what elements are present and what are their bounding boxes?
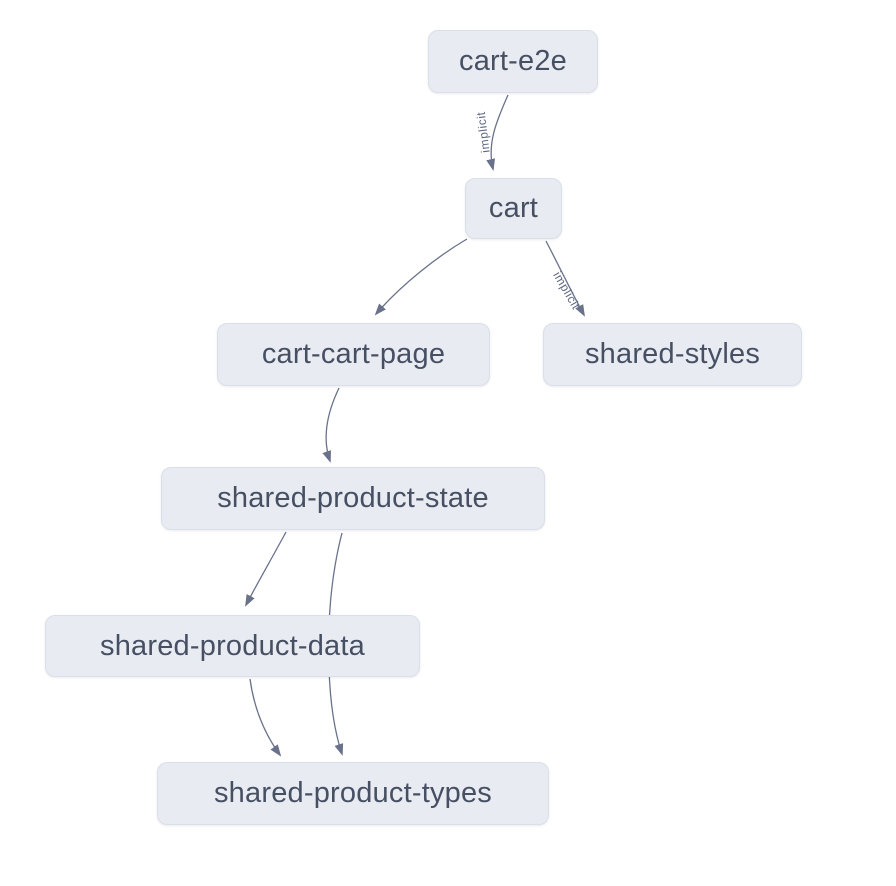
graph-node-shared-styles[interactable]: shared-styles	[543, 323, 802, 386]
graph-node-cart-e2e[interactable]: cart-e2e	[428, 30, 598, 93]
graph-node-label: cart-cart-page	[261, 338, 446, 370]
graph-node-label: cart	[488, 192, 539, 224]
graph-node-cart[interactable]: cart	[465, 178, 562, 239]
edge-cart-e2e-to-cart	[486, 94, 509, 171]
graph-node-label: shared-product-data	[100, 629, 365, 662]
graph-node-shared-product-state[interactable]: shared-product-state	[161, 467, 545, 530]
edge-label-cart-e2e-to-cart: implicit	[474, 111, 493, 154]
graph-node-label: shared-styles	[584, 338, 761, 370]
edge-cart-to-cart-cart-page	[374, 238, 468, 316]
edge-shared-product-state-to-shared-product-data	[245, 531, 287, 607]
edge-cart-cart-page-to-shared-product-state	[322, 387, 340, 463]
edge-shared-product-data-to-shared-product-types	[249, 678, 282, 757]
graph-node-cart-cart-page[interactable]: cart-cart-page	[217, 323, 490, 386]
graph-node-shared-product-data[interactable]: shared-product-data	[45, 615, 420, 677]
graph-node-label: cart-e2e	[459, 45, 567, 77]
edge-cart-to-shared-styles	[545, 240, 585, 317]
graph-node-label: shared-product-state	[217, 482, 489, 514]
graph-node-label: shared-product-types	[213, 777, 493, 809]
graph-node-shared-product-types[interactable]: shared-product-types	[157, 762, 549, 825]
